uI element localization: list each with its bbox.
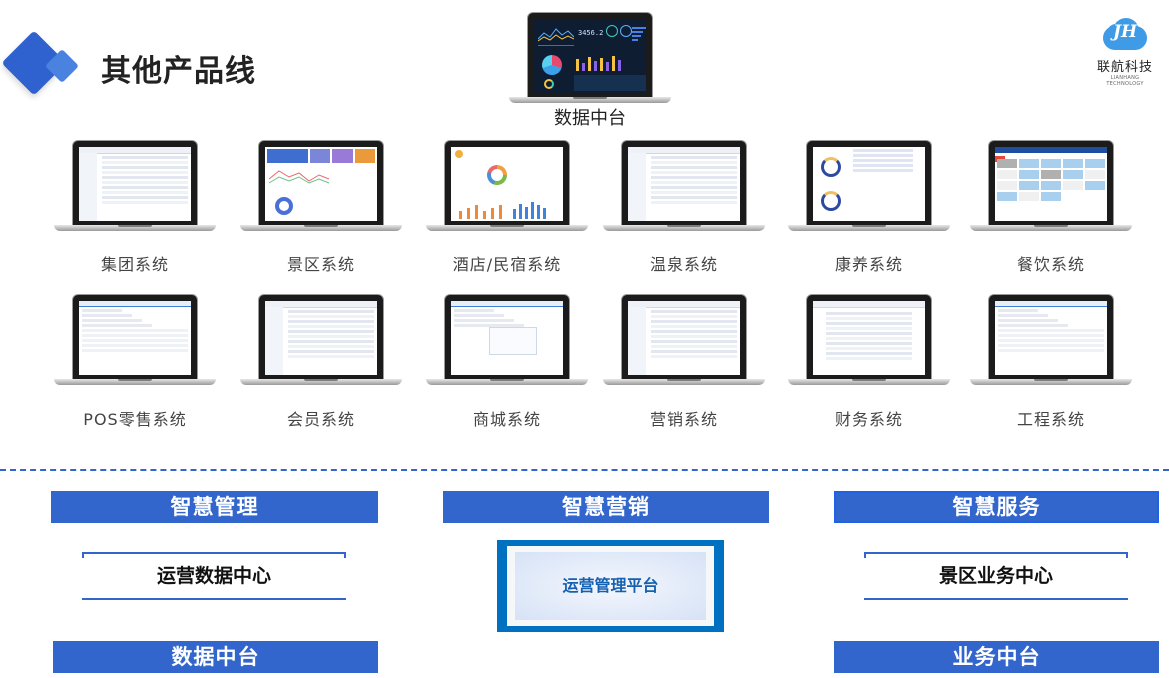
system-label[interactable]: 营销系统: [649, 410, 718, 429]
scenic-business-center[interactable]: 景区业务中心: [864, 552, 1128, 600]
system-label[interactable]: 酒店/民宿系统: [452, 255, 562, 274]
system-screen: [79, 301, 191, 375]
pillar-service-title: 智慧服务: [834, 491, 1159, 523]
system-screen: [451, 301, 563, 375]
operations-data-center[interactable]: 运营数据中心: [82, 552, 346, 600]
system-laptop[interactable]: [54, 140, 216, 235]
system-screen: [451, 147, 563, 221]
data-platform-base: 数据中台: [53, 641, 378, 673]
system-laptop[interactable]: [426, 140, 588, 235]
data-table: [574, 75, 646, 91]
pillar-management-title: 智慧管理: [51, 491, 378, 523]
system-laptop[interactable]: [603, 140, 765, 235]
brand-name: 联航科技: [1096, 60, 1153, 75]
gauge-2: [620, 25, 632, 37]
system-screen: [79, 147, 191, 221]
system-label[interactable]: 景区系统: [286, 255, 355, 274]
system-laptop[interactable]: [970, 140, 1132, 235]
system-label[interactable]: 餐饮系统: [1016, 255, 1085, 274]
brand-logo: JH 联航科技 LIANHANG TECHNOLOGY: [1094, 16, 1156, 87]
system-screen: [813, 301, 925, 375]
brand-subtitle: LIANHANG TECHNOLOGY: [1106, 75, 1144, 87]
system-label[interactable]: 温泉系统: [649, 255, 718, 274]
system-laptop[interactable]: [603, 294, 765, 389]
featured-label: 数据中台: [554, 108, 626, 129]
cloud-logo-icon: JH: [1099, 16, 1151, 52]
system-screen: [813, 147, 925, 221]
system-label[interactable]: 会员系统: [286, 410, 355, 429]
line-chart: [537, 23, 575, 46]
system-laptop[interactable]: [54, 294, 216, 389]
business-platform-base: 业务中台: [834, 641, 1159, 673]
system-laptop[interactable]: [788, 294, 950, 389]
featured-laptop[interactable]: 3456.2: [509, 12, 671, 107]
system-screen: [628, 147, 740, 221]
page-title: 其他产品线: [101, 54, 256, 89]
system-screen: [265, 301, 377, 375]
section-divider: [0, 469, 1169, 471]
system-screen: [265, 147, 377, 221]
gauge-1: [606, 25, 618, 37]
hbar-chart: [632, 27, 646, 47]
operations-platform-box[interactable]: 运营管理平台: [497, 540, 724, 632]
pie-chart: [542, 55, 562, 75]
system-label[interactable]: 工程系统: [1016, 410, 1085, 429]
bar-chart: [574, 53, 630, 71]
pillar-marketing-title: 智慧营销: [443, 491, 769, 523]
system-screen: [995, 301, 1107, 375]
dashboard-value: 3456.2: [578, 29, 604, 37]
system-laptop[interactable]: [788, 140, 950, 235]
system-laptop[interactable]: [240, 140, 402, 235]
system-label[interactable]: 集团系统: [100, 255, 169, 274]
dashboard-screen: 3456.2: [534, 19, 646, 93]
system-label[interactable]: 财务系统: [834, 410, 903, 429]
operations-platform-label: 运营管理平台: [515, 552, 706, 620]
system-laptop[interactable]: [970, 294, 1132, 389]
brand-glyph: JH: [1112, 22, 1138, 42]
system-label[interactable]: 康养系统: [834, 255, 903, 274]
system-laptop[interactable]: [240, 294, 402, 389]
system-screen: [995, 147, 1107, 221]
system-laptop[interactable]: [426, 294, 588, 389]
system-screen: [628, 301, 740, 375]
ring-chart: [544, 79, 554, 89]
system-label[interactable]: 商城系统: [472, 410, 541, 429]
system-label[interactable]: POS零售系统: [83, 410, 187, 429]
